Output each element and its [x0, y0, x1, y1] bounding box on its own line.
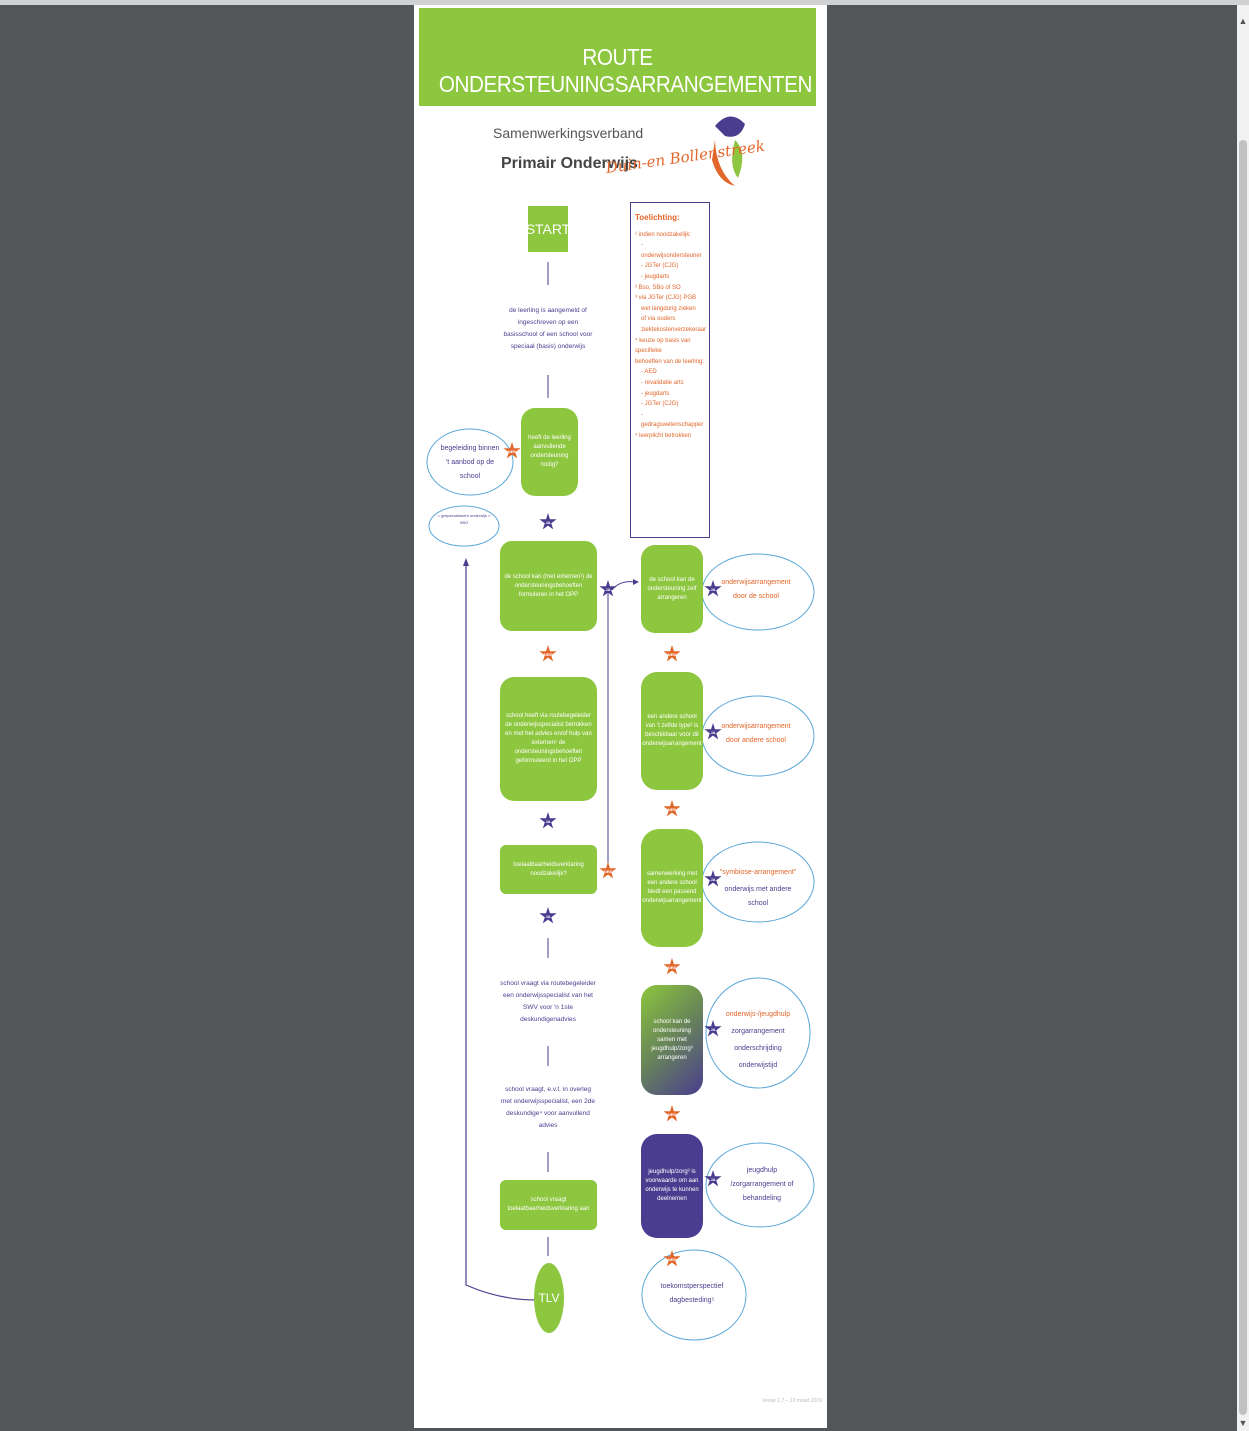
- arrange-self-box: de school kan de ondersteuning zelf arra…: [641, 545, 703, 633]
- legend-line: of via ouders: [641, 316, 676, 323]
- legend-line: - JGTer (CJG): [641, 263, 679, 270]
- outcome-youth-2: zorgarrangement: [731, 1028, 785, 1035]
- document-page: [414, 5, 827, 1428]
- outcome-by-other-school: onderwijsarrangement door andere school: [721, 723, 791, 744]
- outcome-youth-4: onderwijstijd: [738, 1062, 778, 1069]
- legend-line: ⁵ leerplicht betrokken: [635, 432, 692, 439]
- scroll-thumb[interactable]: [1239, 140, 1247, 1415]
- legend-line: ¹ indien noodzakelijk:: [635, 231, 692, 238]
- asks-tlv-box: school vraagt toelaatbaarheidsverklaring…: [500, 1180, 597, 1230]
- title-banner: ROUTE ONDERSTEUNINGSARRANGEMENTEN: [419, 8, 816, 106]
- window-top-edge: [0, 0, 1249, 5]
- outcome-treatment: jeugdhulp /zorgarrangement of behandelin…: [730, 1167, 794, 1202]
- youth-care-condition-box: jeugdhulp/zorg³ is voorwaarde om aan ond…: [641, 1134, 703, 1238]
- registered-text: de leerling is aangemeld of ingeschreven…: [503, 307, 593, 350]
- legend-line: - JGTer (CJG): [641, 401, 679, 408]
- outcome-future: toekomstperspectief dagbesteding⁵: [660, 1283, 724, 1304]
- outcome-symbiose-2: onderwijs met andere school: [724, 886, 792, 907]
- school-can-formulate-box: de school kan (met externen¹) de onderst…: [500, 541, 597, 631]
- outcome-by-school: onderwijsarrangement door de school: [721, 579, 791, 600]
- outcome-youth-3: onderschrijding: [734, 1045, 782, 1052]
- needs-support-box: heeft de leerling aanvullende ondersteun…: [521, 408, 578, 496]
- legend-box: Toelichting: ¹ indien noodzakelijk: - on…: [630, 202, 710, 538]
- legend-line: behoeften van de leerling:: [635, 358, 705, 365]
- legend-line: ⁴ keuze op basis van specifieke: [635, 337, 691, 355]
- outcome-youth-1: onderwijs-/jeugdhulp: [725, 1011, 791, 1018]
- legend-line: ² Bso, SBo of SO: [635, 284, 681, 291]
- specialized-text: = gespecialiseerd onderwijs > SBO: [437, 513, 491, 525]
- legend-line: wet langdurig zieken: [641, 305, 696, 312]
- start-box: START: [526, 206, 570, 252]
- other-school-box: een andere school van 't zelfde type² is…: [641, 672, 703, 790]
- outcome-symbiose-1: "symbiose-arrangement": [719, 869, 797, 876]
- logo-line-2: Primair Onderwijs: [501, 155, 638, 172]
- cooperation-box: samenwerking met een andere school biedt…: [641, 829, 703, 947]
- legend-line: - jeugdarts: [641, 390, 670, 397]
- asks-second-text: school vraagt, e.v.t. in overleg met ond…: [501, 1086, 595, 1129]
- logo-line-1: Samenwerkingsverband: [493, 125, 644, 141]
- tlv-node: TLV: [534, 1263, 564, 1333]
- legend-line: ³ via JGTer (CJG) PGB: [635, 295, 697, 302]
- scroll-up-icon[interactable]: ▲: [1238, 16, 1248, 26]
- school-has-involved-box: school heeft via routebegeleider de onde…: [500, 677, 597, 801]
- legend-line: - gedragswetenschapper: [641, 411, 704, 429]
- scroll-down-icon[interactable]: ▼: [1238, 1418, 1248, 1428]
- version-note: Versie 1.7 – 13 maart 2019: [762, 1398, 823, 1404]
- legend-line: - revalidatie arts: [641, 379, 684, 386]
- vertical-scrollbar[interactable]: ▲ ▼: [1237, 5, 1249, 1431]
- legend-line: - AED: [641, 369, 657, 376]
- legend-line: - jeugdarts: [641, 273, 670, 280]
- legend-line: ziektekostenverzekeraar: [641, 326, 707, 333]
- asks-routebegeleider-text: school vraagt via routebegeleider een on…: [500, 980, 596, 1023]
- page-title: ROUTE ONDERSTEUNINGSARRANGEMENTEN: [438, 44, 813, 97]
- guidance-text: begeleiding binnen 't aanbod op de schoo…: [440, 445, 500, 480]
- with-youth-care-box: school kan de ondersteuning samen met je…: [641, 985, 703, 1095]
- legend-line: - onderwijsondersteuner: [641, 242, 702, 259]
- tlv-needed-box: toelaatbaarheidsverklaring noodzakelijk?: [500, 845, 597, 894]
- legend-title: Toelichting:: [635, 213, 680, 222]
